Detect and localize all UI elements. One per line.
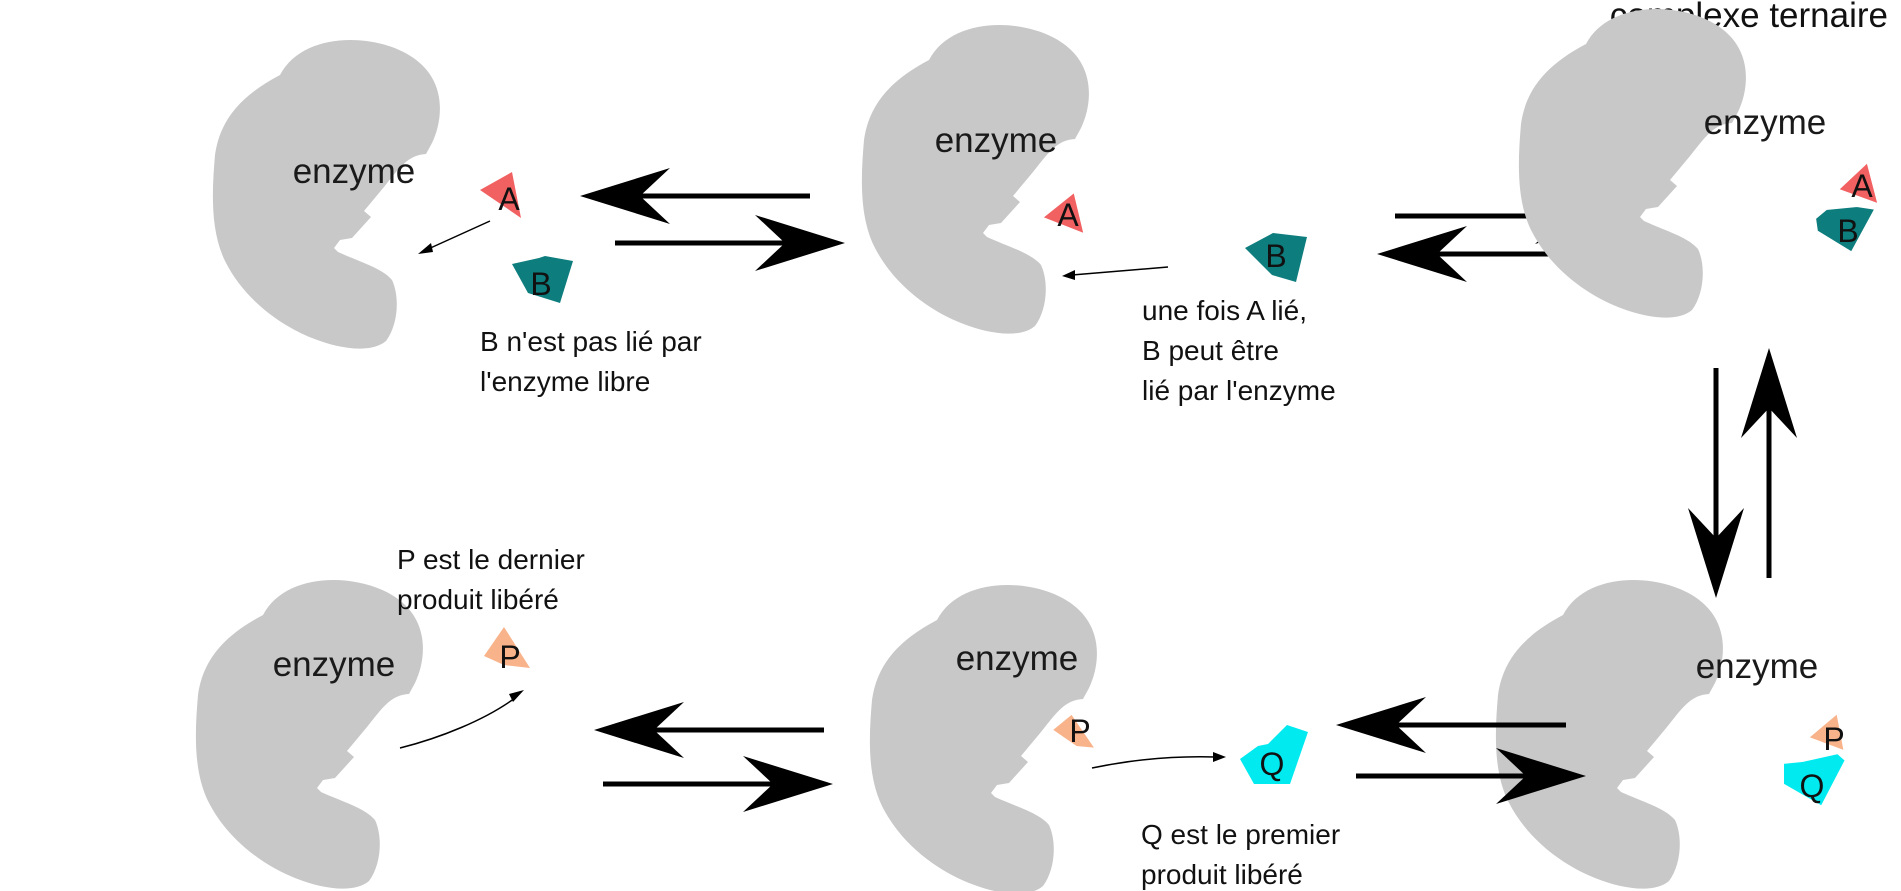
release-arrow-p xyxy=(400,698,515,748)
caption-once-a-bound-line3: lié par l'enzyme xyxy=(1142,375,1336,406)
enzyme-p-complex: enzyme P xyxy=(870,585,1098,891)
enzyme-ab-ternary-complex: enzyme A B xyxy=(1519,9,1880,318)
enzyme-shape xyxy=(213,40,440,349)
caption-p-last-line2: produit libéré xyxy=(397,584,559,615)
substrate-b-label: B xyxy=(530,266,551,302)
enzyme-shape xyxy=(1519,9,1746,318)
enzyme-free-bottom: enzyme xyxy=(196,580,423,889)
caption-once-a-bound-line2: B peut être xyxy=(1142,335,1279,366)
caption-p-last-line1: P est le dernier xyxy=(397,544,585,575)
caption-once-a-bound-line1: une fois A lié, xyxy=(1142,295,1307,326)
product-p-label: P xyxy=(499,639,520,675)
enzyme-label: enzyme xyxy=(1696,647,1819,686)
caption-b-not-bound-line1: B n'est pas lié par xyxy=(480,326,702,357)
substrate-b-label: B xyxy=(1265,238,1286,274)
enzyme-free-top: enzyme xyxy=(213,40,440,349)
bound-product-p-label: P xyxy=(1069,713,1090,749)
equilibrium-arrows-1-2 xyxy=(580,168,845,271)
enzyme-label: enzyme xyxy=(935,121,1058,160)
enzyme-shape xyxy=(196,580,423,889)
caption-q-first-line1: Q est le premier xyxy=(1141,819,1340,850)
caption-b-not-bound-line2: l'enzyme libre xyxy=(480,366,650,397)
equilibrium-arrows-5-6 xyxy=(594,702,833,812)
substrate-b-free-2: B xyxy=(1245,233,1307,282)
enzyme-label: enzyme xyxy=(1704,103,1827,142)
bound-substrate-a-label: A xyxy=(1057,197,1079,233)
enzyme-shape xyxy=(862,25,1089,334)
equilibrium-arrows-3-4 xyxy=(1688,348,1797,598)
enzyme-label: enzyme xyxy=(956,639,1079,678)
bound-substrate-a-label: A xyxy=(1851,168,1873,204)
enzyme-label: enzyme xyxy=(293,152,416,191)
enzyme-shape xyxy=(1496,580,1723,889)
product-q-free: Q xyxy=(1240,725,1308,784)
binding-arrow-b xyxy=(1072,267,1168,275)
bound-substrate-b-label: B xyxy=(1837,213,1858,249)
substrate-a-label: A xyxy=(498,181,520,217)
enzyme-label: enzyme xyxy=(273,645,396,684)
product-p-free: P xyxy=(484,627,530,675)
substrate-b-free: B xyxy=(512,256,573,303)
substrate-a-free: A xyxy=(480,172,521,218)
caption-q-first-line2: produit libéré xyxy=(1141,859,1303,890)
binding-arrow-a xyxy=(426,221,490,250)
enzyme-a-complex: enzyme A xyxy=(862,25,1089,334)
enzyme-pq-complex: enzyme P Q xyxy=(1496,580,1847,889)
product-q-label: Q xyxy=(1260,746,1285,782)
bound-product-q-label: Q xyxy=(1800,768,1825,804)
release-arrow-q xyxy=(1092,757,1215,768)
